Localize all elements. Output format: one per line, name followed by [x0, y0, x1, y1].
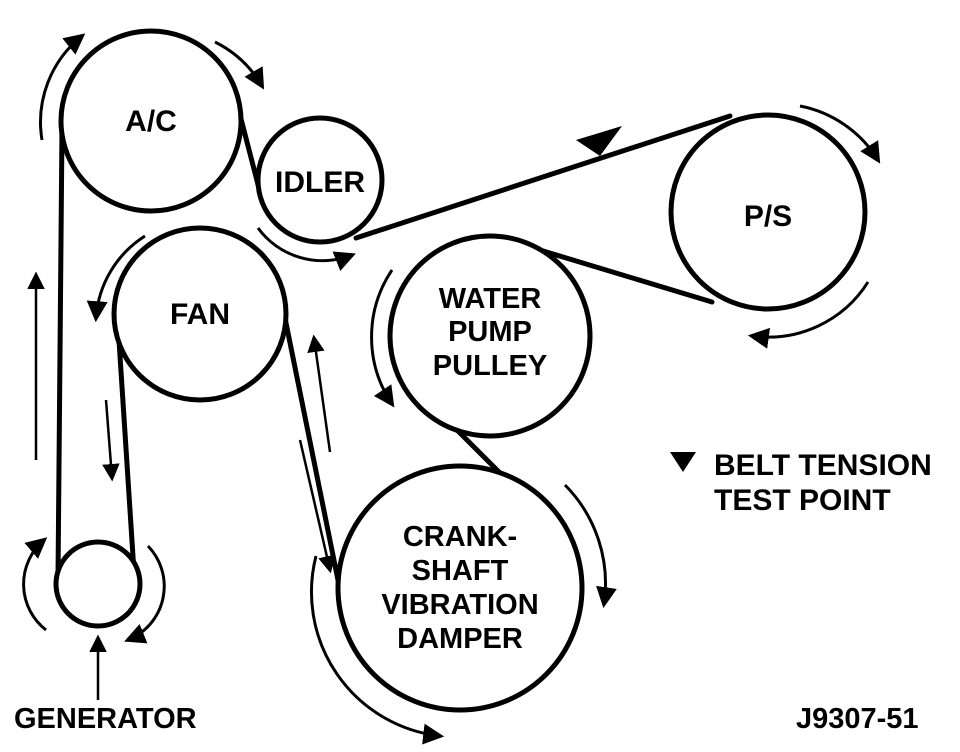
arrow-crankshaft-right: [563, 483, 617, 609]
arrow-belt-fan-down: [102, 399, 120, 482]
pulley-generator: [53, 539, 143, 629]
pulley-crankshaft-line-4: DAMPER: [397, 623, 523, 655]
pulley-water-pump-line-1: WATER: [439, 283, 542, 315]
pulley-crankshaft-line-2: SHAFT: [412, 555, 509, 587]
legend-line-2: TEST POINT: [714, 484, 891, 517]
triangle-down-icon: [576, 126, 622, 156]
arrow-ac-left: [39, 33, 86, 141]
belt-run-fan-crankshaft: [282, 315, 343, 593]
pulley-water-pump-line-3: PULLEY: [433, 350, 547, 382]
arrow-generator-right: [124, 544, 166, 644]
legend-triangle-down-icon: [670, 452, 696, 472]
pulley-fan: FAN: [111, 225, 289, 403]
pulley-crankshaft-line-1: CRANK-: [403, 521, 517, 553]
pulley-ac-label: A/C: [125, 105, 177, 138]
belt-run-idler-ps-upper: [353, 113, 733, 241]
arrow-water-pump-left: [370, 269, 395, 408]
pulley-water-pump-line-2: PUMP: [448, 316, 532, 348]
arrow-ac-right: [214, 40, 265, 90]
pulley-ps-label: P/S: [744, 200, 792, 233]
pulley-water-pump: WATER PUMP PULLEY: [387, 233, 593, 439]
arrow-ps-bottom: [747, 281, 870, 349]
legend-line-1: BELT TENSION: [714, 449, 932, 482]
arrow-crankshaft-left: [310, 555, 445, 745]
arrow-ps-top: [799, 104, 881, 164]
pulley-ps: P/S: [668, 112, 868, 312]
rotation-arrows: [22, 33, 881, 745]
figure-id: J9307-51: [796, 703, 919, 735]
legend: BELT TENSION TEST POINT: [670, 449, 932, 517]
belt-run-fan-generator: [115, 322, 137, 575]
pulley-crankshaft-damper: CRANK- SHAFT VIBRATION DAMPER: [335, 463, 585, 713]
generator-label: GENERATOR: [14, 703, 197, 735]
arrow-belt-crank-down: [298, 439, 336, 574]
belt-run-ac-generator-left: [55, 125, 65, 581]
pulley-fan-label: FAN: [170, 298, 230, 331]
arrow-fan-left: [86, 234, 146, 323]
pulley-crankshaft-line-3: VIBRATION: [381, 589, 538, 621]
pulley-idler: IDLER: [255, 115, 385, 245]
pulley-idler-label: IDLER: [275, 166, 365, 199]
arrow-belt-crank-up: [307, 334, 332, 453]
arrow-generator-left: [22, 537, 48, 632]
arrow-idler-bottom: [256, 227, 356, 271]
pulley-ac: A/C: [58, 28, 244, 214]
